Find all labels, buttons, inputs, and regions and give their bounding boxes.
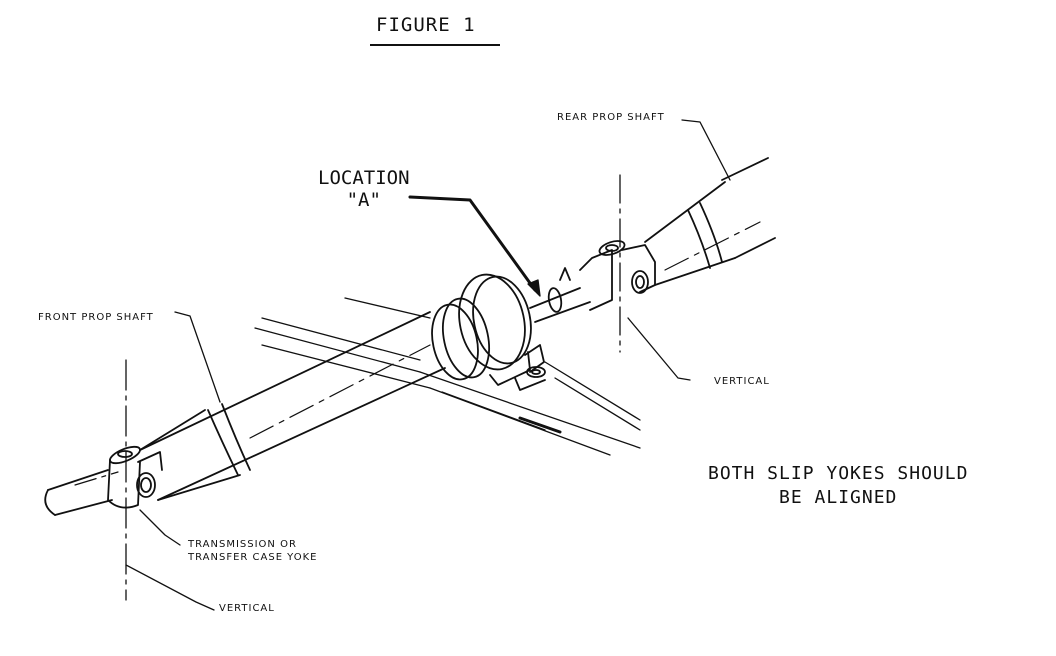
leader-lines [125,119,731,611]
vertical-label-front: VERTICAL [219,603,275,614]
alignment-note-line-1: BOTH SLIP YOKES SHOULD [708,463,969,484]
frame-crossmember [254,297,641,456]
vertical-label-rear: VERTICAL [714,376,770,387]
front-prop-shaft-label: FRONT PROP SHAFT [38,312,154,323]
location-label-line-2: "A" [346,189,381,211]
transmission-yoke-label: TRANSMISSION OR TRANSFER CASE YOKE [188,538,318,564]
location-label-line-1: LOCATION [318,167,410,189]
figure-title-underline [370,44,500,46]
transmission-label-line-1: TRANSMISSION OR [188,539,297,550]
transmission-label-line-2: TRANSFER CASE YOKE [188,552,318,563]
rear-prop-shaft [644,157,776,286]
alignment-note: BOTH SLIP YOKES SHOULD BE ALIGNED [708,462,968,510]
figure-title: FIGURE 1 [376,14,476,36]
location-a-label: LOCATION "A" [318,167,410,211]
front-slip-yoke [44,445,163,516]
rear-prop-shaft-label: REAR PROP SHAFT [557,112,665,123]
rear-slip-yoke [529,240,656,323]
front-prop-shaft [139,311,446,501]
center-support-bearing [431,273,546,391]
vertical-reference-lines [125,174,621,601]
alignment-note-line-2: BE ALIGNED [779,487,898,508]
